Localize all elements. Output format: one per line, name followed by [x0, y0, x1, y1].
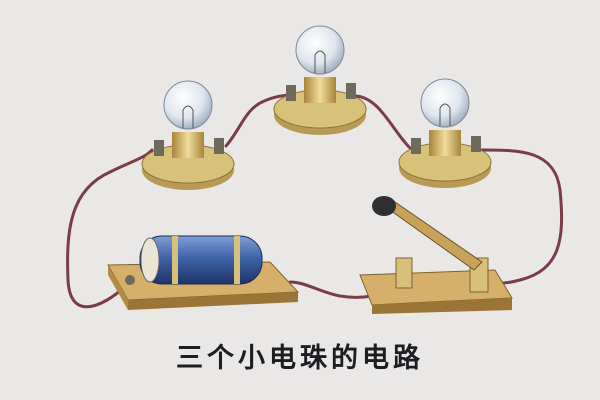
figure-caption: 三个小电珠的电路 [176, 343, 424, 374]
wire-battery-to-bulb-1 [66, 148, 154, 309]
wire-bulb-2-to-bulb-3 [354, 94, 412, 150]
bulb-1 [141, 80, 235, 190]
switch-handle [372, 196, 396, 216]
wire-bulb-1-to-bulb-2 [224, 93, 290, 148]
battery-holder [107, 235, 300, 310]
battery [139, 235, 263, 285]
bulb-3 [398, 78, 492, 188]
bulb-2 [273, 25, 367, 135]
wire-bulb-3-to-switch [480, 148, 564, 286]
knife-switch [359, 196, 513, 314]
